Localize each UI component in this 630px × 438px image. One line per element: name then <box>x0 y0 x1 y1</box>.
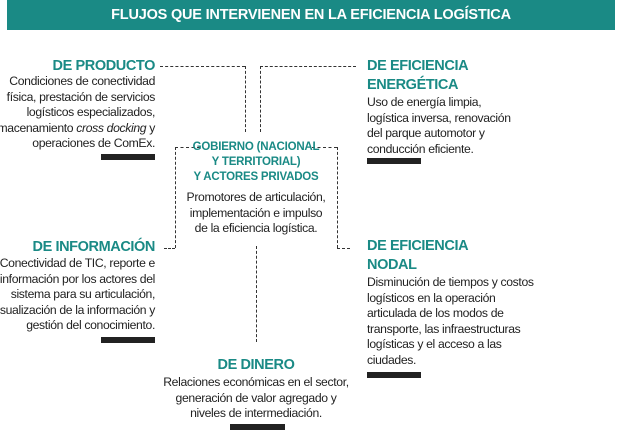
bar-energetica <box>367 158 421 164</box>
box-left <box>175 147 176 248</box>
connector-producto-v <box>245 66 246 132</box>
bar-informacion <box>101 337 155 343</box>
connector-nodal <box>337 248 350 249</box>
heading-gobierno: GOBIERNO (NACIONAL Y TERRITORIAL) Y ACTO… <box>192 141 320 183</box>
title-banner: FLUJOS QUE INTERVIENEN EN LA EFICIENCIA … <box>7 0 615 30</box>
heading-producto: DE PRODUCTO <box>52 58 156 74</box>
bar-nodal <box>367 372 421 378</box>
text-informacion: Conectividad de TIC, reporte e informaci… <box>0 256 155 333</box>
box-top-right <box>312 147 337 148</box>
text-nodal: Disminución de tiempos y costos logístic… <box>367 275 534 367</box>
bar-dinero <box>230 424 285 430</box>
heading-nodal: DE EFICIENCIA NODAL <box>367 238 469 273</box>
heading-dinero: DE DINERO <box>217 357 295 373</box>
connector-informacion <box>164 248 175 249</box>
connector-producto <box>160 66 245 67</box>
text-energetica: Uso de energía limpia, logística inversa… <box>367 95 511 156</box>
text-producto: Condiciones de conectividad física, pres… <box>0 74 155 151</box>
heading-energetica: DE EFICIENCIA ENERGÉTICA <box>367 58 469 93</box>
heading-informacion: DE INFORMACIÓN <box>32 239 156 255</box>
box-right <box>337 147 338 248</box>
box-top-left <box>175 147 200 148</box>
text-dinero: Relaciones económicas en el sector, gene… <box>163 375 349 421</box>
bar-producto <box>101 154 155 160</box>
text-gobierno: Promotores de articulación, implementaci… <box>186 190 326 236</box>
connector-energetica <box>260 66 356 67</box>
connector-dinero <box>256 246 257 342</box>
connector-energetica-v <box>260 66 261 132</box>
